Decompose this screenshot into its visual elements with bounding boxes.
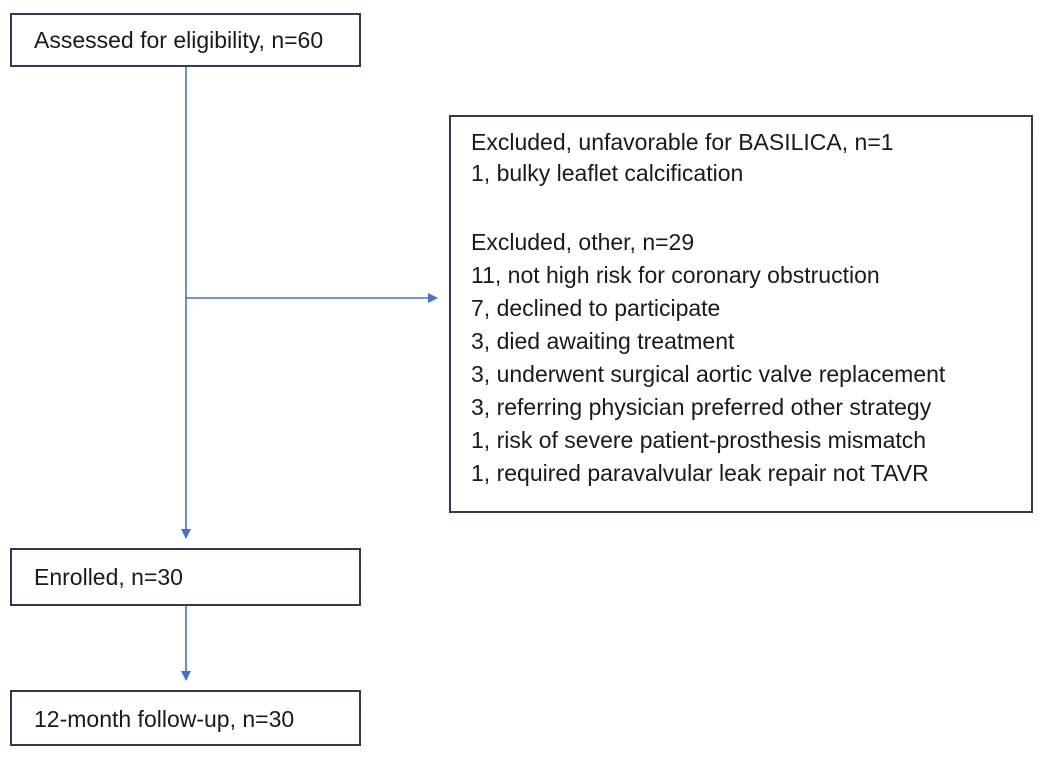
excluded-basilica-reason: 1, bulky leaflet calcification [471, 160, 744, 186]
enrolled-box: Enrolled, n=30 [10, 548, 361, 606]
excluded-other-reason: 3, died awaiting treatment [471, 328, 735, 354]
excluded-basilica-header: Excluded, unfavorable for BASILICA, n=1 [471, 129, 894, 155]
followup-label: 12-month follow-up, n=30 [34, 706, 295, 732]
followup-box: 12-month follow-up, n=30 [10, 690, 361, 746]
excluded-other-reason: 1, required paravalvular leak repair not… [471, 460, 929, 486]
excluded-other-reason: 3, referring physician preferred other s… [471, 394, 932, 420]
enrolled-label: Enrolled, n=30 [34, 564, 183, 590]
assessed-label: Assessed for eligibility, n=60 [34, 27, 324, 53]
excluded-other-reason: 7, declined to participate [471, 295, 721, 321]
excluded-other-reason: 3, underwent surgical aortic valve repla… [471, 361, 946, 387]
excluded-box: Excluded, unfavorable for BASILICA, n=1 … [449, 115, 1033, 513]
assessed-box: Assessed for eligibility, n=60 [10, 13, 361, 67]
excluded-other-reason: 11, not high risk for coronary obstructi… [471, 262, 880, 288]
excluded-other-header: Excluded, other, n=29 [471, 229, 695, 255]
excluded-other-reason: 1, risk of severe patient-prosthesis mis… [471, 427, 927, 453]
